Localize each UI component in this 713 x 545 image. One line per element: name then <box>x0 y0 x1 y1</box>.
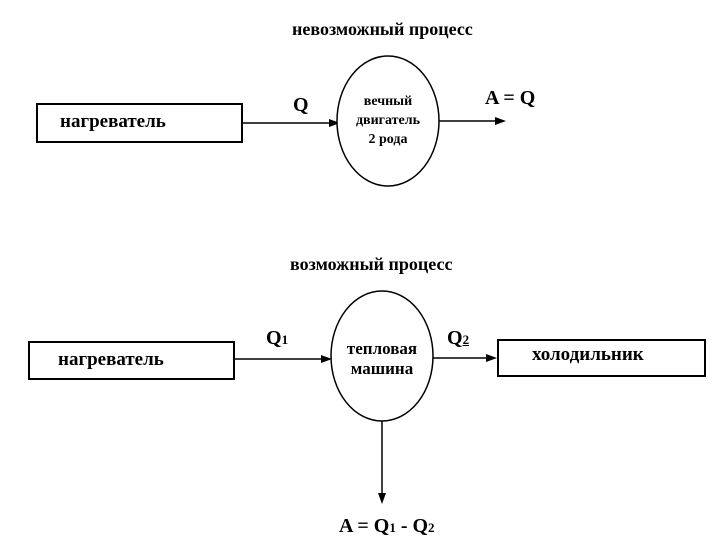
heater-label-top: нагреватель <box>60 111 166 132</box>
perpetual-engine-line-2: двигатель <box>355 113 421 128</box>
heater-label-bottom: нагреватель <box>58 349 164 370</box>
heat-engine-line-2: машина <box>350 359 414 378</box>
work-a: A = <box>339 515 374 537</box>
cooler-label: холодильник <box>532 344 644 365</box>
arrow-head-q1 <box>321 355 332 363</box>
heat-q2-label: Q2 <box>447 327 469 350</box>
q2-subscript: 2 <box>462 332 470 347</box>
work-minus: - <box>395 515 413 537</box>
work-q2-base: Q <box>412 515 429 537</box>
perpetual-engine-label: вечный двигатель 2 рода <box>337 92 439 149</box>
possible-process-title: возможный процесс <box>290 254 453 274</box>
work-q1-base: Q <box>373 515 390 537</box>
work-formula-bottom: A = Q1 - Q2 <box>339 515 435 538</box>
q1-subscript: 1 <box>281 332 289 347</box>
impossible-process-title: невозможный процесс <box>292 19 473 39</box>
arrow-head-work-top <box>495 117 506 125</box>
perpetual-engine-line-1: вечный <box>363 94 413 109</box>
work-label-top: A = Q <box>485 87 536 109</box>
arrow-head-work-bottom <box>378 493 386 504</box>
cooler-box <box>497 339 706 377</box>
arrow-head-q2 <box>486 354 497 362</box>
perpetual-engine-line-3: 2 рода <box>368 132 408 147</box>
heat-engine-label: тепловая машина <box>331 339 433 379</box>
heater-box-bottom <box>28 341 235 380</box>
q1-base: Q <box>266 327 282 349</box>
heat-q-label: Q <box>293 94 309 116</box>
heater-box-top <box>36 103 243 143</box>
heat-engine-line-1: тепловая <box>346 339 418 358</box>
arrow-head-q-top <box>329 119 340 127</box>
work-q2-subscript: 2 <box>428 520 435 535</box>
work-q1-subscript: 1 <box>389 520 396 535</box>
q2-base: Q <box>447 327 463 349</box>
heat-q1-label: Q1 <box>266 327 288 350</box>
